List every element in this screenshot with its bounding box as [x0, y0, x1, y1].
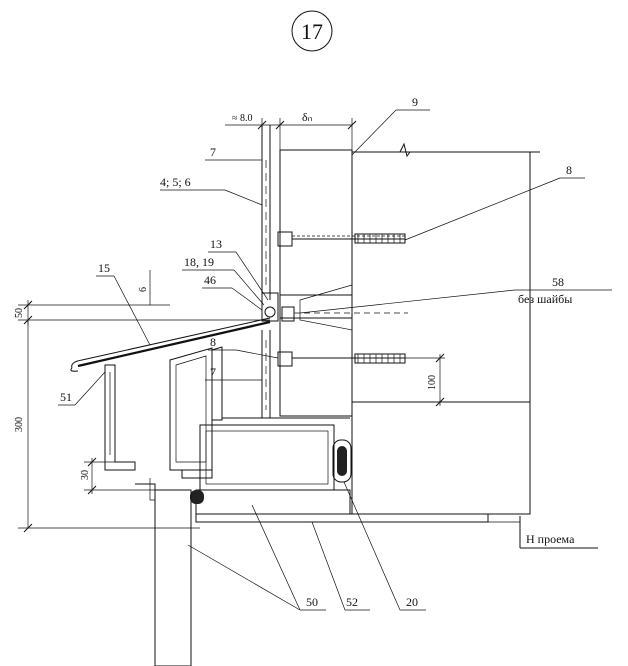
callout-456-label: 4; 5; 6: [160, 175, 191, 189]
dim-100-label: 100: [427, 375, 438, 390]
callout-50-label: 50: [306, 595, 318, 609]
callout-58-note: без шайбы: [518, 292, 572, 306]
anchor-top: [277, 231, 406, 247]
callout-9: 9: [351, 95, 430, 156]
insulation-layer: [279, 149, 353, 417]
timber-pad: [190, 489, 351, 515]
callout-8-mid: 8: [208, 335, 279, 359]
callout-51-label: 51: [60, 390, 72, 404]
callout-7-mid-label: 7: [210, 365, 216, 379]
callout-7-top: 7: [205, 145, 262, 161]
callout-18-19: 18, 19: [182, 255, 265, 306]
dim-6-label: 6: [138, 287, 149, 292]
facade-panel: [261, 125, 350, 419]
callout-20-label: 20: [406, 595, 418, 609]
dim-insulation-label: δₙ: [302, 110, 313, 124]
sill-plate: [195, 513, 489, 523]
callout-7-mid: 7: [205, 365, 262, 381]
sealant-node: [261, 292, 279, 322]
callout-8-mid-label: 8: [210, 335, 216, 349]
callout-13-label: 13: [210, 237, 222, 251]
dim-300-label: 300: [14, 417, 25, 432]
callout-46: 46: [202, 273, 263, 311]
anchor-middle: [281, 284, 408, 331]
opening-level-mark: Н проема: [488, 516, 598, 549]
callout-15: 15: [96, 261, 151, 346]
anchor-lower: [277, 351, 406, 367]
top-dimension: ≈ 8.0 δₙ: [225, 110, 357, 150]
dim-50: 50: [14, 300, 270, 325]
dim-6: 6: [138, 270, 151, 305]
callout-15-label: 15: [98, 261, 110, 275]
box-profile: [199, 417, 335, 491]
callout-13: 13: [208, 237, 269, 301]
callout-52-label: 52: [346, 595, 358, 609]
detail-number: 17: [301, 19, 323, 44]
masonry-wall: [351, 142, 540, 515]
callout-8-top-label: 8: [566, 163, 572, 177]
callout-20: 20: [343, 481, 426, 611]
dim-gap-label: ≈ 8.0: [232, 113, 253, 124]
callout-7-top-label: 7: [210, 145, 216, 159]
dim-100: 100: [352, 353, 445, 407]
callout-58: 58 без шайбы: [299, 275, 612, 314]
callout-58-label: 58: [552, 275, 564, 289]
callout-9-label: 9: [412, 95, 418, 109]
callout-46-label: 46: [204, 273, 216, 287]
lower-panel: [135, 478, 192, 666]
detail-number-badge: 17: [291, 10, 333, 52]
drip-flashing: [70, 317, 271, 372]
opening-mark-label: Н проема: [526, 532, 575, 546]
dim-30-label: 30: [80, 470, 91, 480]
window-frame: [104, 346, 223, 479]
dim-30: 30: [80, 457, 155, 495]
dim-50-label: 50: [14, 308, 25, 318]
callout-52: 52: [311, 521, 370, 611]
callout-8-top: 8: [404, 163, 585, 241]
seal-profile: [332, 439, 352, 483]
callout-50: 50: [187, 504, 326, 611]
callout-51: 51: [58, 371, 106, 406]
callout-1819-label: 18, 19: [184, 255, 214, 269]
callout-4-5-6: 4; 5; 6: [160, 175, 263, 206]
dim-300: 300: [14, 320, 200, 533]
